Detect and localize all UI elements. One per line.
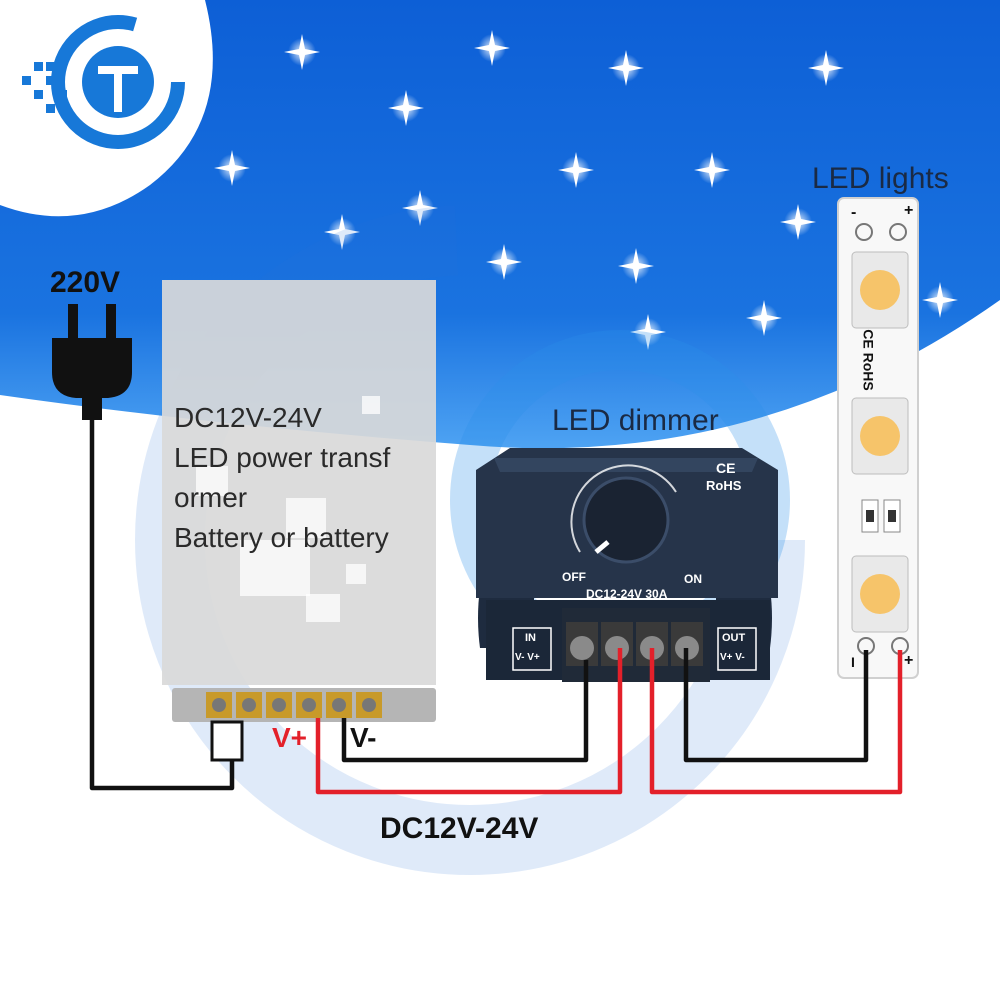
power-supply-box [162, 280, 436, 762]
input-label: IN [525, 632, 536, 644]
power-plug-icon [52, 304, 132, 420]
psu-v-minus-label: V- [350, 722, 377, 753]
wires [89, 420, 903, 795]
input-terminals: V- V+ [515, 652, 540, 663]
cert-ce-mark: CE [716, 460, 736, 476]
psu-line: DC12V-24V [174, 402, 322, 433]
strip-title: LED lights [812, 162, 949, 195]
wire-mains [89, 420, 235, 791]
wire-psu-positive [315, 648, 623, 795]
wire-psu-negative [341, 660, 589, 763]
resistors [861, 499, 901, 533]
psu-description: DC12V-24V LED power transf ormer Battery… [174, 398, 436, 558]
dimmer-on-label: ON [684, 572, 702, 586]
dimmer-off-label: OFF [562, 570, 586, 584]
wire-out-negative [683, 648, 869, 763]
mains-voltage-label: 220V [50, 266, 121, 299]
cert-rohs-mark: RoHS [706, 478, 742, 493]
led-chip [851, 251, 909, 329]
psu-v-plus-label: V+ [272, 722, 308, 753]
wire-out-positive [649, 648, 903, 795]
strip-top-minus: - [851, 204, 857, 221]
logo-icon [22, 15, 185, 149]
strip-top-plus: + [904, 202, 914, 219]
output-voltage-label: DC12V-24V [380, 812, 539, 845]
psu-line: LED power transf [174, 442, 391, 473]
led-chip [851, 555, 909, 633]
psu-line: ormer [174, 482, 248, 513]
strip-bottom-plus: + [904, 652, 914, 669]
led-strip [837, 197, 919, 679]
output-terminals: V+ V- [720, 652, 745, 663]
strip-bottom-minus: I [851, 654, 855, 670]
dimmer-knob [570, 464, 677, 564]
strip-marking: CE RoHS [860, 329, 877, 391]
led-chip [851, 397, 909, 475]
dimmer-title: LED dimmer [552, 404, 719, 437]
output-label: OUT [722, 632, 746, 644]
psu-line: Battery or battery [174, 522, 389, 553]
dimmer-device [476, 448, 778, 682]
dimmer-rating: DC12-24V 30A [586, 587, 668, 601]
